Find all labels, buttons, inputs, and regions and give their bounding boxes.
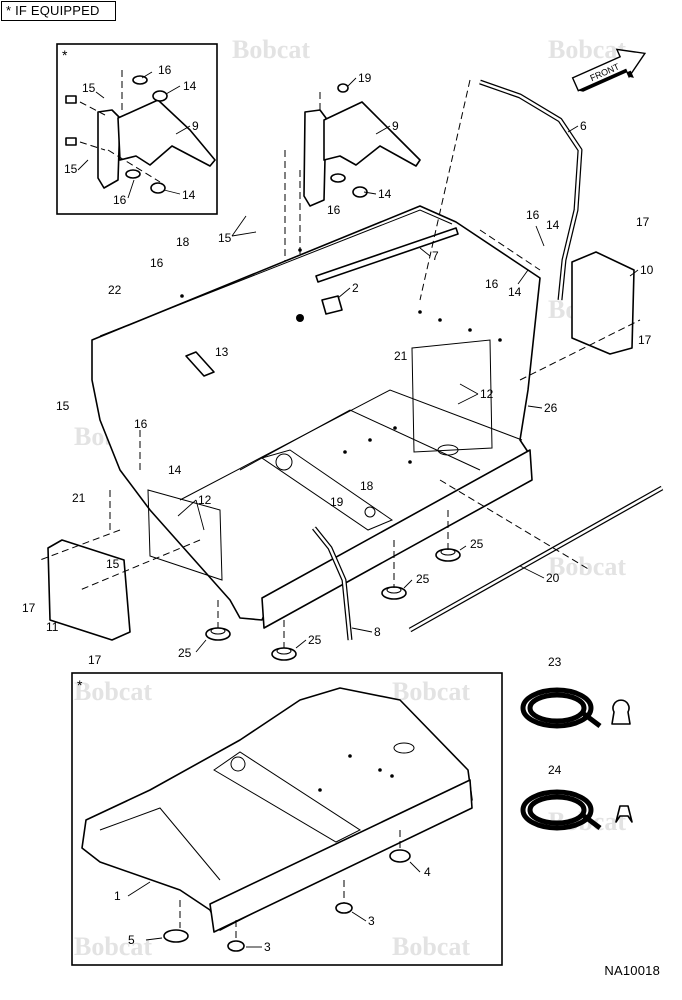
- callout-20: 20: [546, 571, 560, 585]
- front-arrow-icon: FRONT: [571, 48, 647, 92]
- callout-6: 6: [580, 119, 587, 133]
- callout-16: 16: [485, 277, 499, 291]
- callout-14: 14: [168, 463, 182, 477]
- inset-marker: *: [77, 677, 83, 693]
- callout-7: 7: [432, 249, 439, 263]
- callout-10: 10: [640, 263, 654, 277]
- callout-2: 2: [352, 281, 359, 295]
- part-11-cover: [47, 539, 131, 641]
- callout-9: 9: [192, 119, 199, 133]
- part-25-grommets: [205, 548, 461, 661]
- callout-1: 1: [114, 889, 121, 903]
- part-23-seal-roll: [520, 687, 631, 729]
- callout-15: 15: [82, 81, 96, 95]
- drawing-number: NA10018: [604, 963, 660, 978]
- callout-5: 5: [128, 933, 135, 947]
- explode-lines: [39, 229, 641, 648]
- callout-11: 11: [46, 620, 59, 634]
- leader-lines: [77, 71, 639, 948]
- callout-14: 14: [546, 218, 560, 232]
- callout-15: 15: [106, 557, 120, 571]
- callout-15: 15: [218, 231, 232, 245]
- watermark: Bobcat: [74, 677, 152, 706]
- callout-23: 23: [548, 655, 562, 669]
- callout-21: 21: [72, 491, 86, 505]
- part-13-pad: [185, 351, 215, 377]
- callout-15: 15: [64, 162, 78, 176]
- part-8-seal-inner: [313, 527, 352, 641]
- watermark: Bobcat: [392, 932, 470, 961]
- if-equipped-note: * IF EQUIPPED: [1, 1, 116, 21]
- callout-labels: 16 14 15 9 15 16 14 19 9 14 16 15 18 16 …: [22, 63, 654, 954]
- part-6-seal-inner: [479, 80, 582, 301]
- callout-8: 8: [374, 625, 381, 639]
- optional-bracket-inset: *: [56, 43, 218, 215]
- watermark: Bobcat: [232, 35, 310, 64]
- callout-12: 12: [480, 387, 494, 401]
- callout-4: 4: [424, 865, 431, 879]
- callout-22: 22: [108, 283, 122, 297]
- part-7-strip: [315, 227, 459, 283]
- callout-24: 24: [548, 763, 562, 777]
- callout-16: 16: [327, 203, 341, 217]
- watermark: Bobcat: [548, 552, 626, 581]
- part-24-seal-roll: [520, 789, 633, 831]
- callout-14: 14: [183, 79, 197, 93]
- callout-19: 19: [358, 71, 372, 85]
- callout-14: 14: [182, 188, 196, 202]
- callout-12: 12: [198, 493, 212, 507]
- inset-marker: *: [62, 47, 68, 63]
- callout-18: 18: [176, 235, 190, 249]
- part-2-block: [321, 295, 343, 315]
- part-20-rod-inner: [409, 486, 663, 632]
- callout-16: 16: [158, 63, 172, 77]
- callout-18: 18: [360, 479, 374, 493]
- callout-26: 26: [544, 401, 558, 415]
- callout-25: 25: [178, 646, 192, 660]
- callout-15: 15: [56, 399, 70, 413]
- callout-25: 25: [308, 633, 322, 647]
- callout-17: 17: [638, 333, 652, 347]
- callout-16: 16: [134, 417, 148, 431]
- callout-19: 19: [330, 495, 344, 509]
- callout-9: 9: [392, 119, 399, 133]
- callout-21: 21: [394, 349, 408, 363]
- callout-25: 25: [416, 572, 430, 586]
- callout-16: 16: [150, 256, 164, 270]
- callout-16: 16: [526, 208, 540, 222]
- watermark: Bobcat: [74, 932, 152, 961]
- callout-13: 13: [215, 345, 229, 359]
- callout-16: 16: [113, 193, 127, 207]
- callout-17: 17: [22, 601, 36, 615]
- callout-3: 3: [368, 914, 375, 928]
- part-10-cover: [571, 251, 635, 355]
- callout-17: 17: [88, 653, 102, 667]
- alternate-frame-inset: *: [71, 672, 503, 966]
- callout-14: 14: [508, 285, 522, 299]
- callout-17: 17: [636, 215, 650, 229]
- watermark: Bobcat: [392, 677, 470, 706]
- callout-3: 3: [264, 940, 271, 954]
- callout-25: 25: [470, 537, 484, 551]
- callout-14: 14: [378, 187, 392, 201]
